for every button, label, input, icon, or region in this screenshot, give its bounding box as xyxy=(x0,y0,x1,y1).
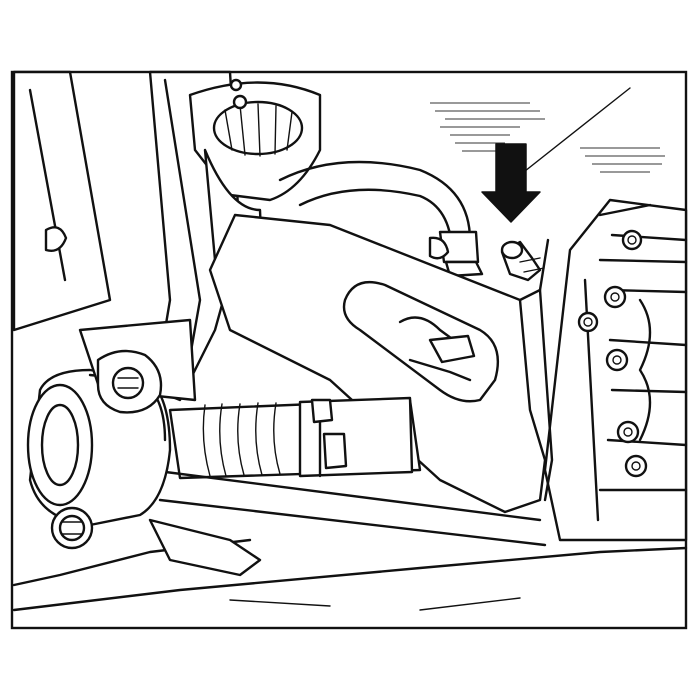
surface-hatching xyxy=(430,87,665,176)
fitting-nipple xyxy=(500,240,545,282)
hose-line xyxy=(278,160,484,278)
mounting-bracket xyxy=(208,213,554,514)
arrow-down-icon xyxy=(481,143,541,223)
lower-chassis-rail xyxy=(12,518,688,612)
drive-shaft-boot xyxy=(148,396,547,547)
right-housing xyxy=(543,198,688,542)
left-bushing-hub xyxy=(26,318,197,550)
